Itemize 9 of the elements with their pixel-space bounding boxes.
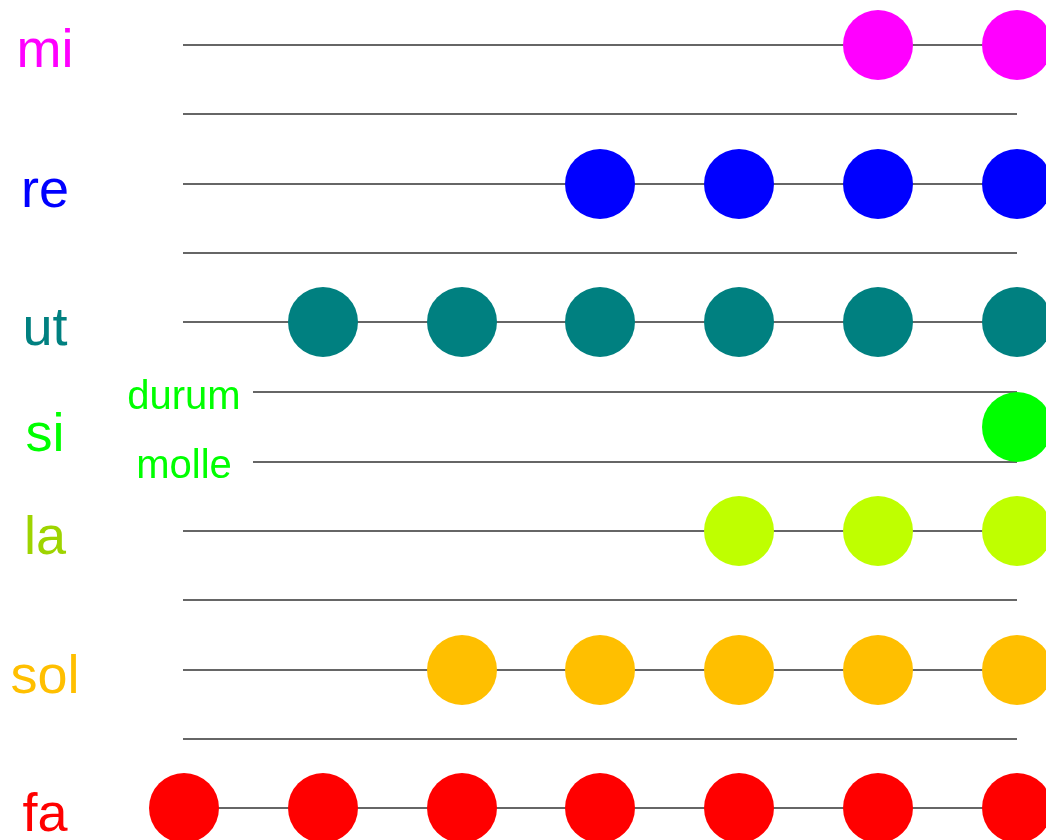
- syllable-label: re: [21, 161, 69, 215]
- syllable-label: fa: [22, 785, 68, 839]
- syllable-label: si: [25, 405, 65, 459]
- syllable-label: la: [24, 508, 66, 562]
- syllable-label: sol: [10, 647, 80, 701]
- mode-label: molle: [136, 444, 232, 484]
- syllable-label: ut: [22, 299, 68, 353]
- mode-label: durum: [127, 375, 241, 415]
- syllable-label: mi: [16, 21, 74, 75]
